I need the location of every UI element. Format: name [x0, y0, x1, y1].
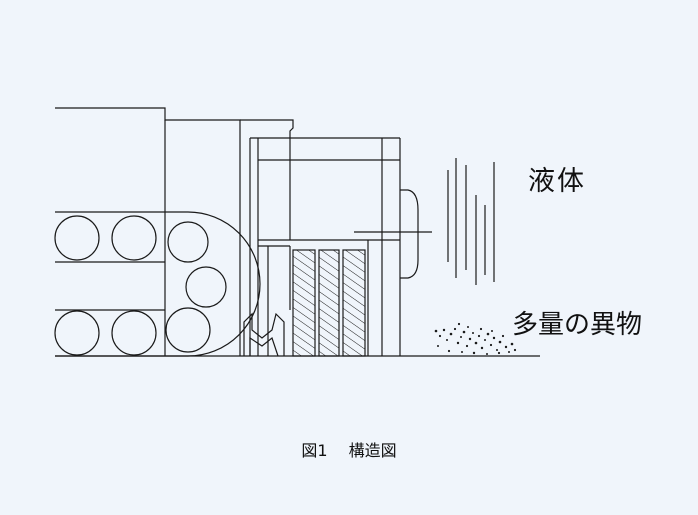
debris-particles — [434, 322, 517, 355]
debris-label: 多量の異物 — [512, 310, 643, 340]
figure-caption: 図1 構造図 — [0, 443, 698, 459]
liquid-streaks — [447, 158, 495, 285]
cable-loop — [54, 211, 261, 357]
left-housing — [55, 107, 241, 356]
lip-seal — [243, 312, 285, 357]
figure-number: 図1 — [301, 441, 328, 460]
side-cap — [354, 189, 432, 279]
seal-rings — [292, 249, 366, 357]
liquid-label: 液体 — [528, 166, 586, 197]
figure-title: 構造図 — [348, 441, 397, 460]
